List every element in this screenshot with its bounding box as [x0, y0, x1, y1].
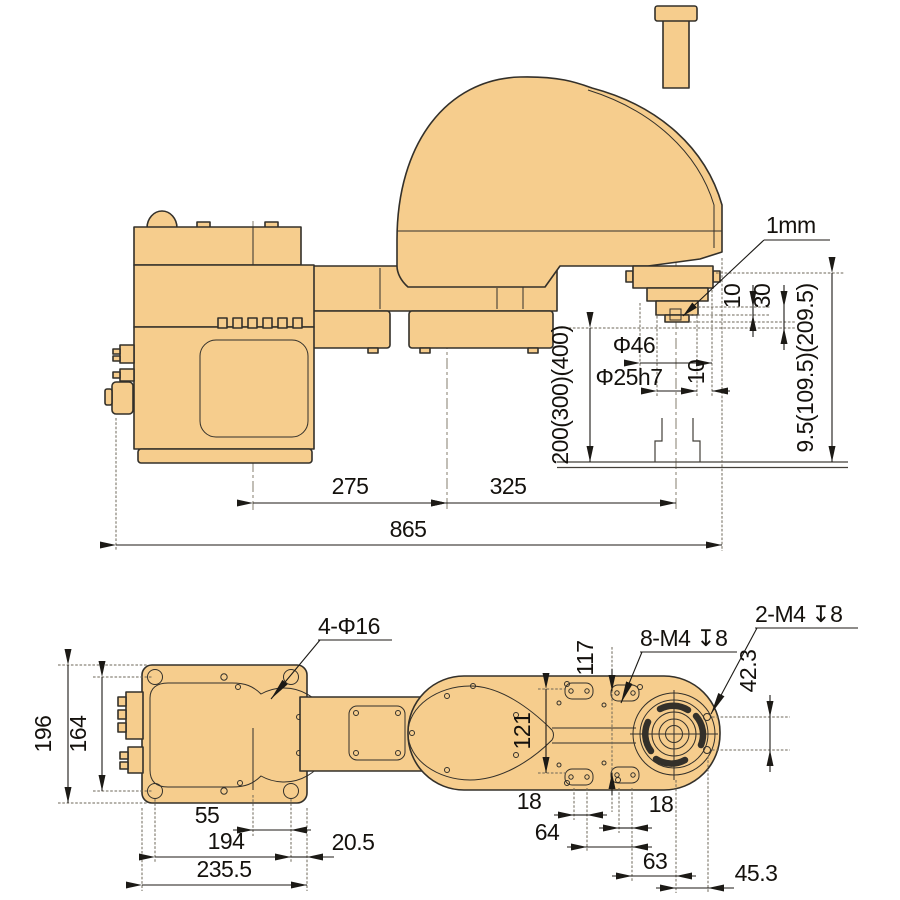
dim-30: 30 [749, 284, 775, 309]
dim-325: 325 [490, 473, 527, 499]
label-base-holes: 4-Φ16 [318, 613, 380, 639]
elbow-housing [408, 310, 554, 349]
dim-18b: 18 [649, 791, 674, 817]
dim-20-5: 20.5 [332, 829, 375, 855]
tool-shaft [662, 19, 690, 89]
label-arm-holes: 8-M4 ↧8 [640, 625, 727, 651]
tool-shaft-cap [654, 5, 698, 22]
dim-194: 194 [208, 828, 246, 854]
dim-865: 865 [390, 516, 427, 542]
robot-plan-body [117, 664, 721, 804]
tool-flange-plan [630, 690, 718, 780]
dim-18a: 18 [517, 788, 542, 814]
dim-196: 196 [30, 716, 56, 753]
link1-cover [348, 705, 406, 761]
dim-63: 63 [643, 848, 668, 874]
cable-gland [111, 381, 134, 415]
dim-45-3: 45.3 [735, 860, 778, 886]
base-body [133, 326, 315, 450]
side-view: 1mm 10 30 9.5(109.5)(209.5) 200(300)(400… [100, 5, 848, 551]
dim-55: 55 [195, 802, 220, 828]
dim-42-3: 42.3 [735, 650, 761, 693]
robot-side-body [104, 5, 723, 464]
base-connectors [104, 344, 135, 415]
extension-lines-side [115, 258, 845, 551]
dim-offset-10: 10 [683, 360, 709, 385]
dim-235-5: 235.5 [196, 856, 251, 882]
dim-64: 64 [535, 819, 560, 845]
base-dome-bump [146, 210, 178, 229]
dimensions-side: 1mm 10 30 9.5(109.5)(209.5) 200(300)(400… [100, 212, 836, 549]
dim-164: 164 [65, 715, 91, 753]
dim-stroke: 200(300)(400) [547, 325, 573, 464]
base-top-plate [133, 226, 302, 266]
dim-shaft-dia: Φ25h7 [595, 364, 662, 390]
ground-reference [557, 418, 848, 469]
base-plate-holes [147, 669, 302, 799]
dim-121: 121 [509, 713, 535, 750]
plan-view: 4-Φ16 8-M4 ↧8 2-M4 ↧8 42.3 117 121 [30, 601, 858, 893]
base-foot [137, 448, 313, 464]
dim-117: 117 [572, 640, 598, 675]
m4-hole-bottom [703, 746, 711, 754]
dimensions-plan: 4-Φ16 8-M4 ↧8 2-M4 ↧8 42.3 117 121 [30, 601, 858, 892]
m4-hole-top [703, 713, 711, 721]
dim-275: 275 [332, 473, 369, 499]
dim-tip-height: 9.5(109.5)(209.5) [792, 283, 818, 452]
base-fins [217, 317, 303, 329]
gap-square [669, 308, 682, 321]
arm-head-cover [396, 76, 723, 288]
base-panel [199, 339, 309, 438]
dim-flange-10: 10 [719, 284, 745, 309]
plan-connectors [117, 691, 144, 774]
dim-quill-dia: Φ46 [613, 332, 655, 358]
label-flange-holes: 2-M4 ↧8 [755, 601, 842, 627]
dim-gap-1mm: 1mm [766, 212, 816, 238]
